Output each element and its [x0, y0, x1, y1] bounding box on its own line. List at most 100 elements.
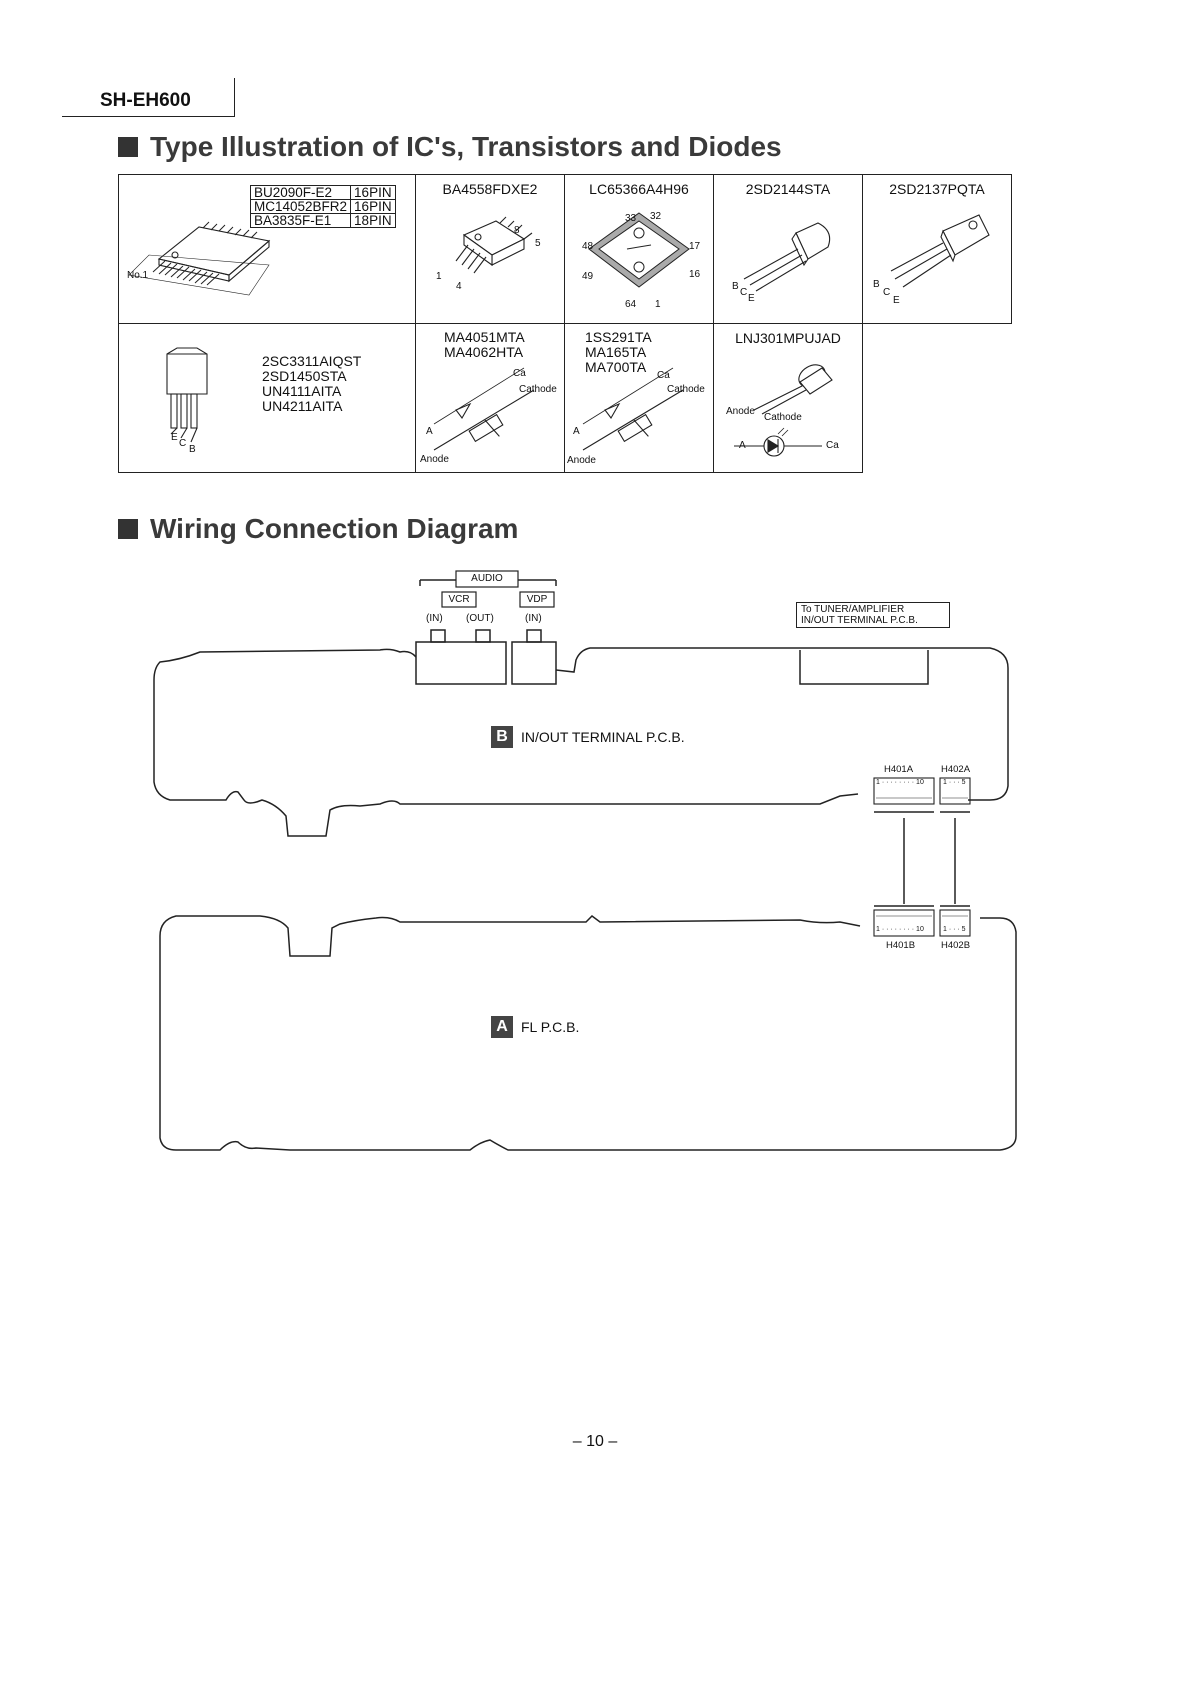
part-number: MA4051MTA: [444, 329, 525, 345]
transistor-part-list: 2SC3311AIQST 2SD1450STA UN4111AITA UN421…: [262, 354, 361, 414]
a-label: A: [426, 426, 433, 437]
axial-diode-icon: [582, 367, 684, 451]
upright-transistor-icon: [166, 347, 208, 443]
to92-transistor-icon: [743, 222, 831, 292]
vcr-out-label: (OUT): [466, 613, 494, 624]
pin-range-h401a: 1 · · · · · · · · 10: [876, 779, 924, 786]
cell-ba4558: BA4558FDXE2 8 5 1 4: [415, 174, 565, 324]
audio-label: AUDIO: [471, 573, 503, 584]
part-number: 2SD2144STA: [745, 181, 831, 197]
vdp-label: VDP: [526, 594, 548, 605]
ba4558-package-icon: [455, 216, 533, 274]
model-tab: SH-EH600: [62, 78, 235, 117]
board-b-badge: B: [491, 726, 513, 748]
lead-label: C: [740, 287, 748, 298]
ic-part: BA3835F-E1: [249, 213, 352, 228]
pin-range-h402a: 1 · · · 5: [943, 779, 966, 786]
cathode-label: Cathode: [764, 412, 802, 423]
pin-label: 1: [436, 271, 442, 282]
cathode-label: Cathode: [667, 384, 705, 395]
anode-label: Anode: [420, 454, 449, 465]
pin-label: 64: [625, 299, 637, 310]
bullet-square-icon: [118, 137, 138, 157]
axial-diode-icon: [433, 367, 535, 451]
bullet-square-icon: [118, 519, 138, 539]
a-label: A: [573, 426, 580, 437]
lead-label: B: [732, 281, 739, 292]
vcr-label: VCR: [448, 594, 470, 605]
pin-label: 8: [514, 225, 520, 236]
qfp-package-icon: [588, 212, 690, 288]
section-title-text: Type Illustration of IC's, Transistors a…: [150, 131, 782, 162]
tuner-terminal-note: To TUNER/AMPLIFIER IN/OUT TERMINAL P.C.B…: [796, 602, 950, 628]
part-number: BA4558FDXE2: [442, 181, 538, 197]
connector-h402a-label: H402A: [941, 764, 971, 775]
ic-pins: 16PIN: [350, 185, 396, 200]
part-number: MA700TA: [585, 359, 647, 375]
pin-label: 33: [625, 213, 637, 224]
ic-pins: 18PIN: [350, 213, 396, 228]
cell-2sd2137: 2SD2137PQTA B C E: [862, 174, 1012, 324]
pin1-label: No.1: [127, 270, 149, 281]
ca-label: Ca: [826, 440, 839, 451]
board-a-badge: A: [491, 1016, 513, 1038]
part-number: UN4211AITA: [262, 398, 343, 414]
page-number: – 10 –: [572, 1433, 618, 1450]
cathode-label: Cathode: [519, 384, 557, 395]
connector-h402b-label: H402B: [941, 940, 971, 951]
pin-label: 48: [582, 241, 594, 252]
lead-label: C: [883, 287, 891, 298]
anode-label: Anode: [726, 406, 755, 417]
pin-label: 4: [456, 281, 462, 292]
model-number: SH-EH600: [100, 90, 191, 111]
lead-label: E: [748, 293, 755, 304]
vdp-in-label: (IN): [525, 613, 542, 624]
part-number: MA4062HTA: [444, 344, 524, 360]
board-b-name: IN/OUT TERMINAL P.C.B.: [521, 729, 685, 745]
board-b-label: B IN/OUT TERMINAL P.C.B.: [491, 726, 685, 748]
section-title-wiring: Wiring Connection Diagram: [118, 513, 518, 545]
part-number: MA165TA: [585, 344, 647, 360]
cell-transistor-group: E C B 2SC3311AIQST 2SD1450STA UN4111AITA…: [118, 323, 416, 473]
part-number: 2SD1450STA: [262, 368, 347, 384]
pin-label: 5: [535, 238, 541, 249]
to220-transistor-icon: [890, 214, 990, 288]
pin-label: 16: [689, 269, 701, 280]
tuner-line-1: To TUNER/AMPLIFIER: [801, 604, 905, 615]
pin-range-h402b: 1 · · · 5: [943, 926, 966, 933]
part-number: 2SC3311AIQST: [262, 353, 362, 369]
pin-label: 32: [650, 211, 662, 222]
diode1-part-list: MA4051MTA MA4062HTA: [444, 330, 525, 360]
cell-led: LNJ301MPUJAD: [713, 323, 863, 473]
vcr-in-label: (IN): [426, 613, 443, 624]
connector-h401b-label: H401B: [886, 940, 916, 951]
lead-label: B: [189, 444, 196, 455]
diode2-part-list: 1SS291TA MA165TA MA700TA: [585, 330, 652, 375]
connector-h401a-label: H401A: [884, 764, 914, 775]
anode-label: Anode: [567, 455, 596, 466]
lead-label: E: [171, 432, 178, 443]
cell-2sd2144: 2SD2144STA B C E: [713, 174, 863, 324]
lead-label: C: [179, 438, 187, 449]
sop-ic-illustration: [128, 221, 271, 296]
lead-label: E: [893, 295, 900, 306]
ca-label: Ca: [657, 370, 670, 381]
board-a-name: FL P.C.B.: [521, 1019, 580, 1035]
cell-diode-1: MA4051MTA MA4062HTA Ca Cathode A Anode: [415, 323, 565, 473]
cell-lc65366: LC65366A4H96 33 32 48 17 49 16 64: [564, 174, 714, 324]
part-number: 2SD2137PQTA: [889, 181, 985, 197]
section-title-type-illustration: Type Illustration of IC's, Transistors a…: [118, 131, 782, 163]
ca-label: Ca: [513, 368, 526, 379]
board-a-label: A FL P.C.B.: [491, 1016, 579, 1038]
led-icon: [734, 364, 833, 457]
part-number: 1SS291TA: [585, 329, 652, 345]
part-number: LC65366A4H96: [589, 181, 689, 197]
part-number: LNJ301MPUJAD: [735, 330, 841, 346]
a-label: A: [739, 440, 746, 451]
